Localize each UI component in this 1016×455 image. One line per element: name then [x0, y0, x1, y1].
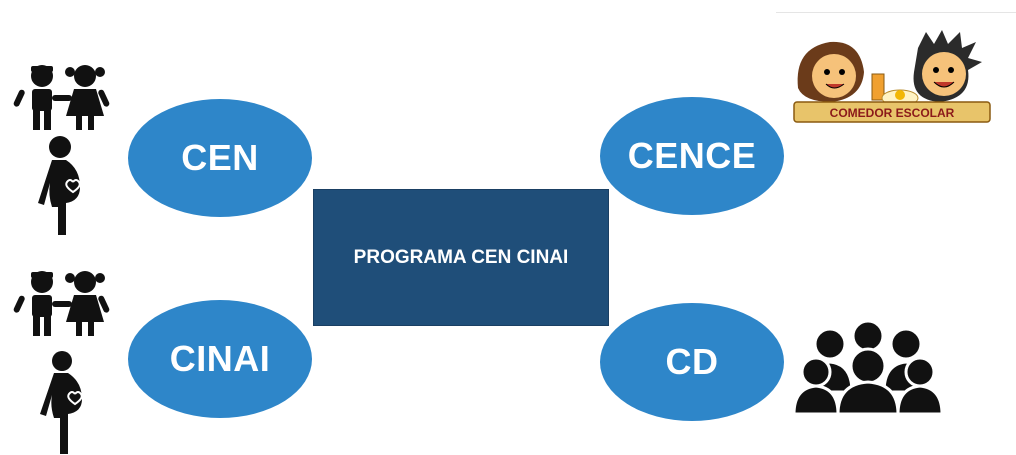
node-cinai: CINAI [128, 300, 312, 418]
node-cen: CEN [128, 99, 312, 217]
logo-text: COMEDOR ESCOLAR [830, 106, 955, 120]
logo-frame [776, 12, 1016, 132]
node-cence: CENCE [600, 97, 784, 215]
children-icon [13, 65, 110, 130]
node-cd-label: CD [665, 341, 719, 382]
pregnant-woman-icon [40, 351, 83, 454]
children-icon [13, 271, 110, 336]
group-of-people-icon [792, 322, 944, 414]
school-dining-logo: COMEDOR ESCOLAR [793, 30, 991, 123]
node-cen-label: CEN [181, 137, 259, 178]
center-program-label: PROGRAMA CEN CINAI [353, 246, 569, 268]
pregnant-woman-icon [38, 136, 81, 235]
node-cd: CD [600, 303, 784, 421]
center-program-box: PROGRAMA CEN CINAI [313, 189, 609, 326]
node-cinai-label: CINAI [169, 338, 271, 379]
node-cence-label: CENCE [627, 135, 757, 176]
